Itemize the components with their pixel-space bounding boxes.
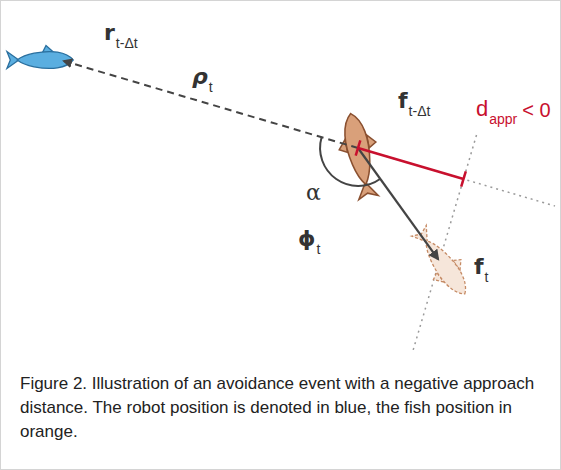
distance-tick <box>356 140 361 155</box>
angle-arc <box>320 137 380 186</box>
phi-vector <box>358 148 438 259</box>
subscript: appr <box>489 112 517 126</box>
fish-body <box>17 52 73 69</box>
subscript: t <box>485 270 489 284</box>
fish-current <box>332 110 386 202</box>
approach-distance <box>358 148 464 179</box>
vector-symbol: ϕ <box>298 228 316 250</box>
robot-fish <box>7 46 73 69</box>
vector-symbol: f <box>398 90 408 112</box>
relation-text: < 0 <box>522 100 550 120</box>
extension-line <box>358 148 555 206</box>
distance-symbol: d <box>476 98 488 120</box>
subscript: t-Δt <box>409 104 431 118</box>
fish-future <box>405 221 478 304</box>
vector-symbol: ρ <box>192 66 208 88</box>
angle-symbol: α <box>306 182 321 204</box>
distance-tick <box>461 171 466 186</box>
vector-symbol: r <box>104 22 115 44</box>
rho-vector <box>64 61 358 148</box>
fish-body <box>340 111 376 187</box>
vector-symbol: f <box>474 256 484 278</box>
figure-caption: Figure 2. Illustration of an avoidance e… <box>20 372 542 444</box>
subscript: t <box>317 242 321 256</box>
subscript: t-Δt <box>116 36 138 50</box>
subscript: t <box>209 80 213 94</box>
